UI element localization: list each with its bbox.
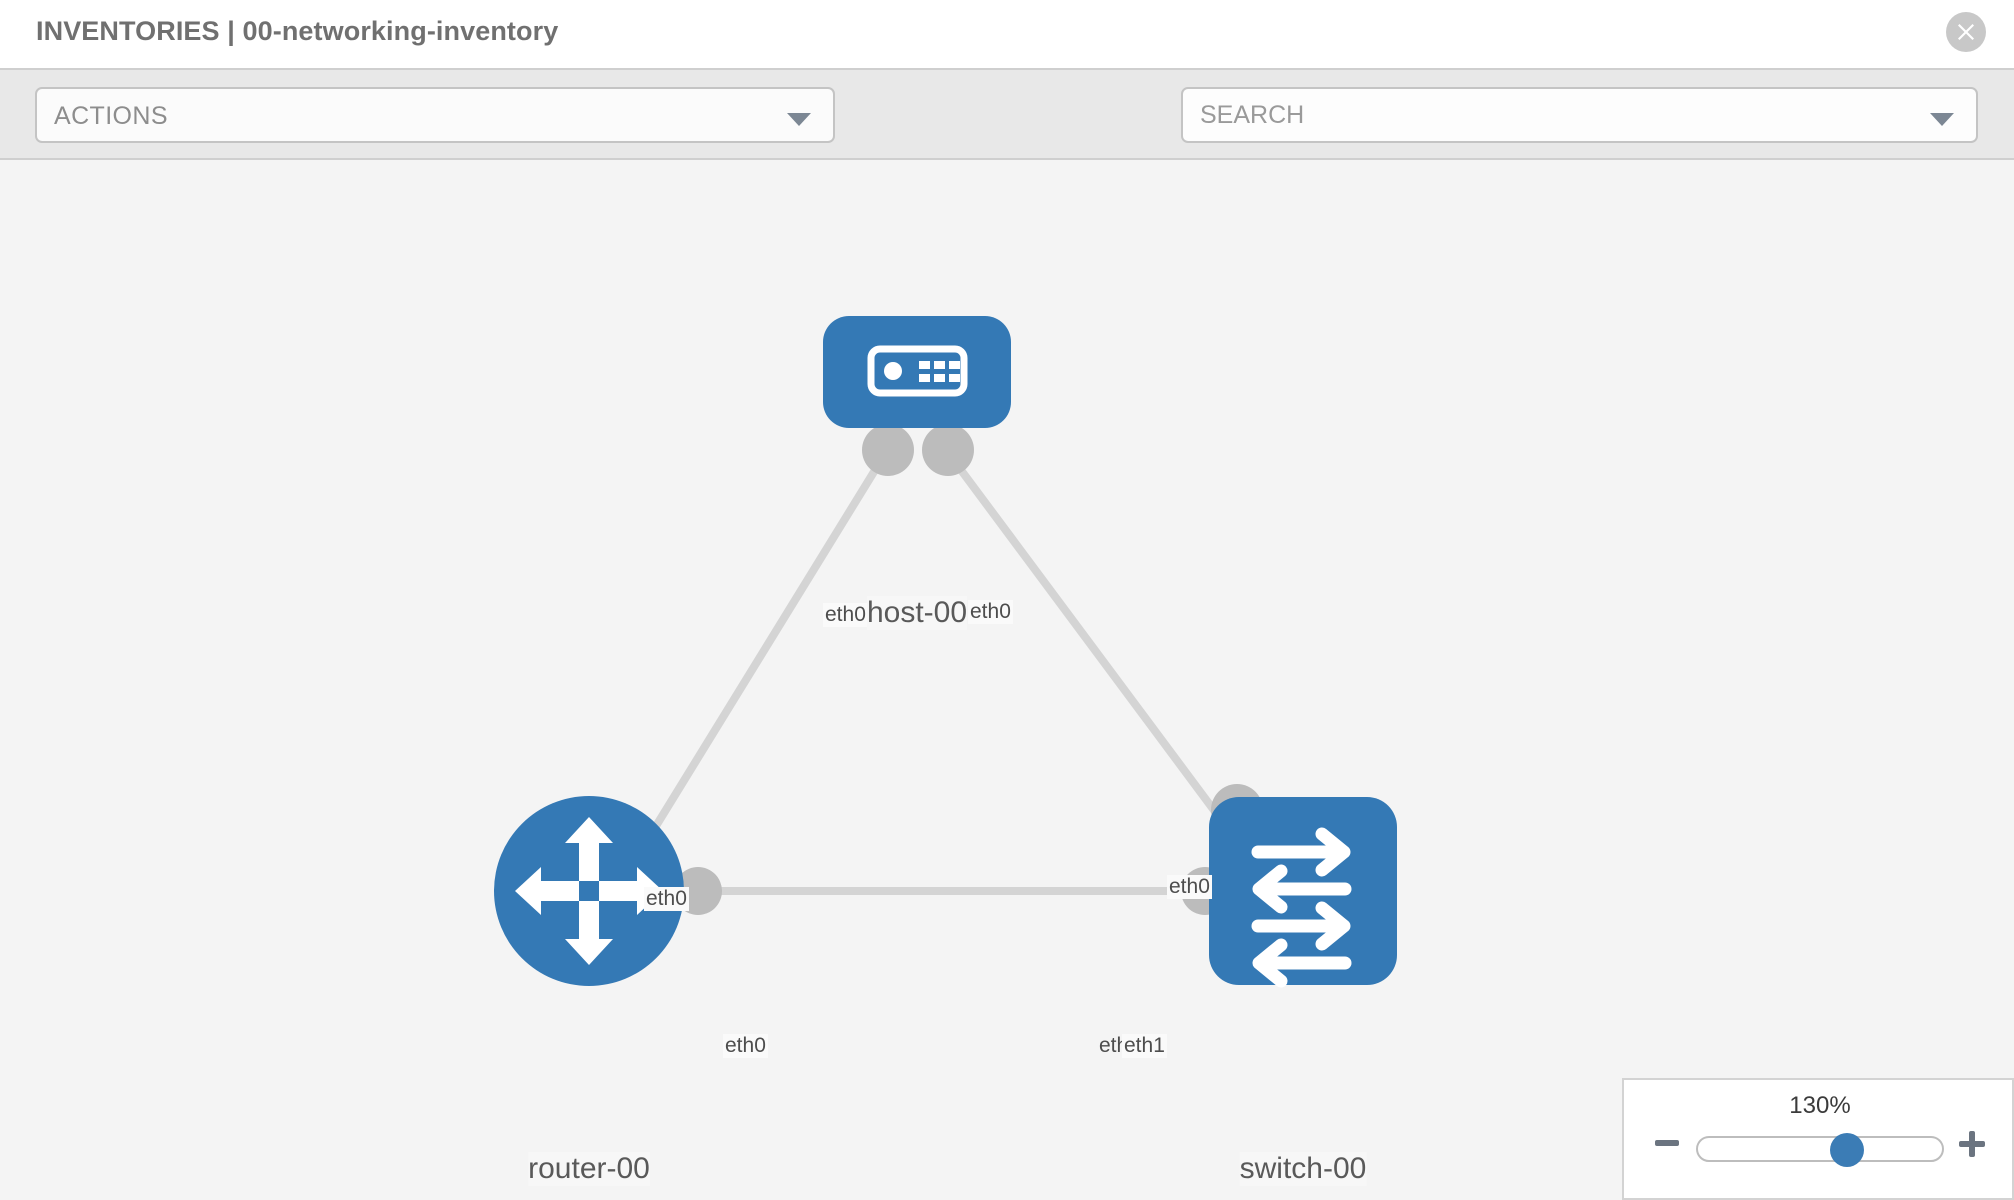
server-ports-icon	[919, 361, 960, 382]
iface-label: eth1	[1122, 1034, 1167, 1058]
link-host-switch	[951, 459, 1249, 855]
link-host-router	[636, 459, 884, 855]
topology-graph	[494, 316, 1397, 988]
zoom-level-label: 130%	[1789, 1092, 1851, 1119]
zoom-slider-thumb[interactable]	[1830, 1133, 1864, 1167]
plus-icon[interactable]	[1956, 1128, 1988, 1165]
node-router-00[interactable]	[494, 796, 684, 986]
chevron-down-icon	[787, 113, 811, 126]
node-switch-00[interactable]	[1209, 797, 1397, 988]
iface-label: eth0	[823, 603, 868, 627]
close-icon[interactable]	[1946, 12, 1986, 52]
page-header: INVENTORIES | 00-networking-inventory	[0, 0, 2014, 68]
toolbar: ACTIONS	[0, 68, 2014, 193]
page-title: INVENTORIES | 00-networking-inventory	[36, 16, 559, 46]
server-led-icon	[884, 362, 902, 380]
search-input[interactable]	[1200, 89, 1900, 141]
node-label-host: host-00	[866, 596, 968, 630]
zoom-control-panel: 130%	[1622, 1078, 2014, 1200]
actions-dropdown[interactable]: ACTIONS	[35, 87, 835, 143]
search-container	[1181, 87, 1978, 143]
iface-label: eth0	[1167, 875, 1212, 899]
iface-label: eth0	[968, 600, 1013, 624]
server-icon	[867, 345, 968, 397]
minus-icon[interactable]	[1652, 1128, 1682, 1163]
zoom-slider[interactable]	[1696, 1133, 1944, 1167]
port-nubs	[674, 424, 1263, 915]
port-host-eth0-left	[862, 424, 914, 476]
topology-canvas[interactable]: eth0 eth0 eth0 eth0 eth0 eth0 eth1 host-…	[0, 162, 2014, 1200]
node-host-00[interactable]	[823, 316, 1011, 428]
iface-label: eth0	[644, 887, 689, 911]
iface-label: eth0	[723, 1034, 768, 1058]
node-label-router: router-00	[528, 1152, 650, 1186]
port-host-eth0-right	[922, 424, 974, 476]
chevron-down-icon[interactable]	[1930, 113, 1954, 126]
switch-arrows-icon	[1251, 827, 1352, 988]
actions-dropdown-label: ACTIONS	[54, 102, 168, 130]
node-label-switch: switch-00	[1239, 1152, 1367, 1186]
